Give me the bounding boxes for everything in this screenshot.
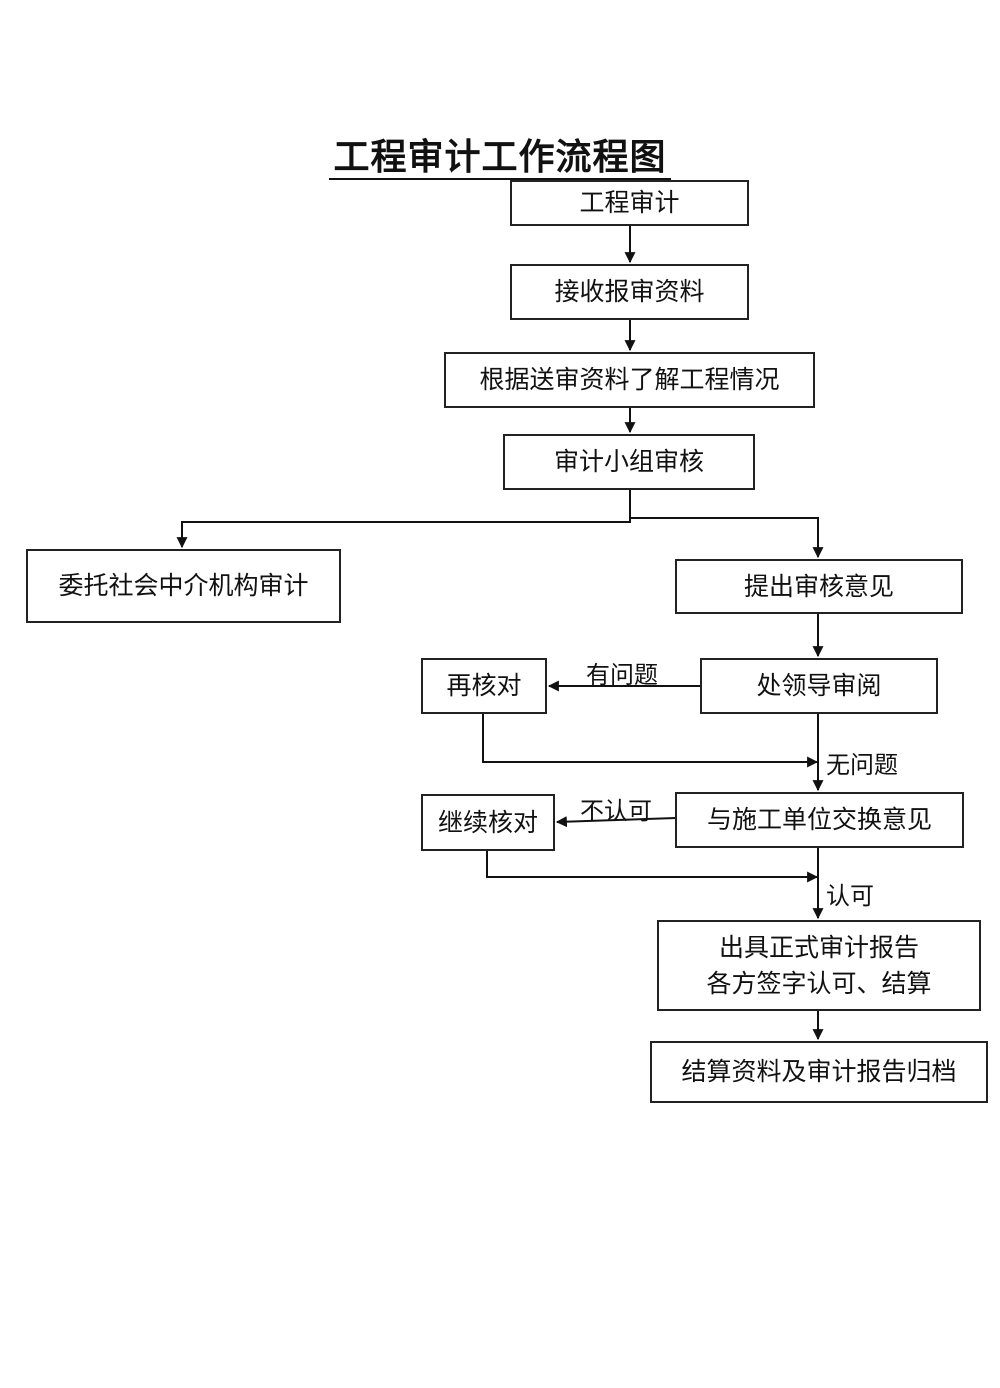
arrow-recheck-return	[482, 714, 819, 768]
node-understand: 根据送审资料了解工程情况	[444, 352, 815, 408]
node-understand-label: 根据送审资料了解工程情况	[479, 365, 780, 394]
node-leader-review: 处领导审阅	[700, 658, 938, 714]
node-archive: 结算资料及审计报告归档	[650, 1041, 988, 1103]
node-report-line2: 各方签字认可、结算	[706, 968, 932, 998]
arrow-continue-return	[486, 851, 819, 883]
edge-label-approved: 认可	[826, 882, 874, 910]
node-continue-check-label: 继续核对	[437, 807, 538, 837]
node-group-review-label: 审计小组审核	[553, 447, 704, 476]
node-archive-label: 结算资料及审计报告归档	[681, 1057, 957, 1086]
page-title-text: 工程审计工作流程图	[329, 137, 671, 180]
node-group-review: 审计小组审核	[503, 434, 755, 490]
node-receive: 接收报审资料	[510, 264, 749, 320]
edge-label-not-approved: 不认可	[580, 797, 652, 825]
node-entrust: 委托社会中介机构审计	[26, 549, 341, 623]
node-entrust-label: 委托社会中介机构审计	[58, 571, 309, 600]
edge-label-no-problem: 无问题	[826, 751, 898, 779]
edge-label-has-problem: 有问题	[586, 661, 658, 689]
node-receive-label: 接收报审资料	[554, 277, 705, 306]
arrow-exchange-to-continue	[555, 816, 677, 828]
node-start: 工程审计	[510, 180, 749, 226]
node-exchange-label: 与施工单位交换意见	[706, 805, 932, 834]
node-continue-check: 继续核对	[421, 794, 555, 851]
arrow-group-to-opinion	[630, 517, 824, 559]
node-leader-review-label: 处领导审阅	[756, 671, 882, 700]
arrow-group-to-entrust	[176, 490, 631, 549]
node-recheck: 再核对	[421, 658, 547, 714]
node-start-label: 工程审计	[579, 188, 680, 217]
node-opinion: 提出审核意见	[675, 559, 963, 614]
node-exchange: 与施工单位交换意见	[675, 792, 964, 848]
node-opinion-label: 提出审核意见	[743, 571, 894, 601]
node-report-line1: 出具正式审计报告	[718, 932, 919, 962]
node-report: 出具正式审计报告 各方签字认可、结算	[657, 920, 981, 1011]
page-title: 工程审计工作流程图	[0, 128, 1000, 180]
node-recheck-label: 再核对	[446, 671, 522, 700]
